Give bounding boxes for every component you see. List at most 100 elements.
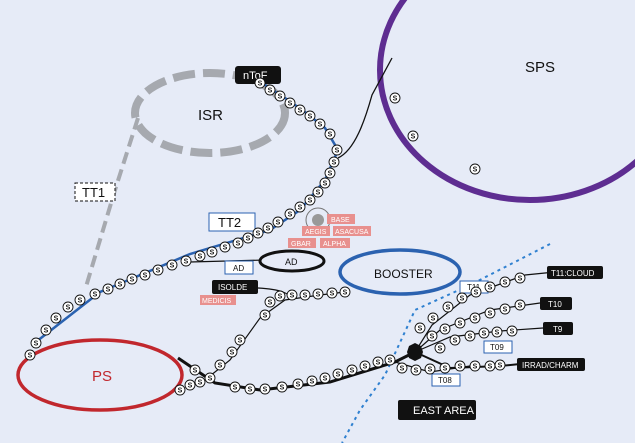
s-marker: S bbox=[312, 288, 324, 300]
ad-small-tag-box bbox=[224, 260, 254, 275]
svg-text:S: S bbox=[418, 326, 423, 333]
svg-text:S: S bbox=[44, 328, 49, 335]
svg-text:S: S bbox=[296, 382, 301, 389]
gbar-tag: GBAR bbox=[291, 241, 311, 248]
svg-text:S: S bbox=[393, 96, 398, 103]
isr-ring bbox=[131, 69, 289, 157]
s-marker: S bbox=[264, 84, 276, 96]
svg-text:S: S bbox=[93, 292, 98, 299]
svg-text:S: S bbox=[482, 331, 487, 338]
irrad-charm-tag: IRRAD/CHARM bbox=[522, 361, 579, 370]
t9-tag: T9 bbox=[553, 325, 563, 334]
s-marker: S bbox=[449, 334, 461, 346]
svg-text:S: S bbox=[460, 296, 465, 303]
s-marker: S bbox=[299, 289, 311, 301]
tt1-tag-box bbox=[74, 182, 116, 202]
s-marker: S bbox=[276, 381, 288, 393]
branch-t11 bbox=[414, 271, 556, 353]
s-marker: S bbox=[262, 222, 274, 234]
booster-ring bbox=[338, 248, 462, 296]
svg-text:S: S bbox=[210, 250, 215, 257]
t9-tag-box bbox=[543, 322, 573, 335]
medicis-tag-box bbox=[200, 295, 236, 305]
s-marker: S bbox=[272, 216, 284, 228]
isolde-tag-box bbox=[212, 280, 258, 294]
gbar-tag-box bbox=[288, 238, 316, 248]
t11-cloud-tag: T11:CLOUD bbox=[551, 269, 595, 278]
s-marker: S bbox=[346, 364, 358, 376]
svg-text:S: S bbox=[246, 236, 251, 243]
booster-line bbox=[204, 291, 346, 381]
svg-text:S: S bbox=[458, 321, 463, 328]
t08-tag-box bbox=[431, 373, 461, 387]
svg-text:S: S bbox=[335, 148, 340, 155]
s-marker: S bbox=[499, 276, 511, 288]
svg-text:S: S bbox=[193, 368, 198, 375]
svg-text:S: S bbox=[230, 350, 235, 357]
s-marker: S bbox=[189, 364, 201, 376]
svg-text:S: S bbox=[256, 231, 261, 238]
s-marker: S bbox=[464, 330, 476, 342]
base-tag: BASE bbox=[331, 217, 350, 224]
s-marker: S bbox=[328, 156, 340, 168]
s-marker: S bbox=[274, 290, 286, 302]
s-marker: S bbox=[427, 312, 439, 324]
s-marker: S bbox=[484, 307, 496, 319]
svg-text:S: S bbox=[430, 334, 435, 341]
s-marker: S bbox=[454, 360, 466, 372]
svg-text:S: S bbox=[184, 259, 189, 266]
svg-text:S: S bbox=[248, 387, 253, 394]
medicis-tag: MEDICIS bbox=[202, 298, 232, 305]
s-marker: S bbox=[229, 381, 241, 393]
s-marker: S bbox=[152, 264, 164, 276]
s-marker: S bbox=[184, 379, 196, 391]
s-marker: S bbox=[206, 246, 218, 258]
s-marker: S bbox=[242, 232, 254, 244]
svg-text:S: S bbox=[303, 293, 308, 300]
s-marker: S bbox=[74, 294, 86, 306]
svg-text:S: S bbox=[233, 385, 238, 392]
svg-text:S: S bbox=[414, 368, 419, 375]
s-marker: S bbox=[514, 272, 526, 284]
svg-text:S: S bbox=[336, 372, 341, 379]
ps-label: PS bbox=[92, 368, 112, 385]
ntof-tag-box bbox=[235, 66, 281, 84]
isolde-link bbox=[257, 287, 291, 301]
svg-text:S: S bbox=[411, 134, 416, 141]
svg-text:S: S bbox=[474, 290, 479, 297]
s-marker: S bbox=[284, 97, 296, 109]
s-marker: S bbox=[414, 322, 426, 334]
s-marker: S bbox=[252, 227, 264, 239]
svg-text:S: S bbox=[518, 276, 523, 283]
s-marker: S bbox=[478, 327, 490, 339]
alpha-tag-box bbox=[320, 238, 350, 248]
s-marker: S bbox=[456, 292, 468, 304]
s-marker: S bbox=[469, 360, 481, 372]
svg-text:S: S bbox=[330, 291, 335, 298]
svg-text:S: S bbox=[198, 254, 203, 261]
s-marker: S bbox=[359, 360, 371, 372]
s-marker: S bbox=[470, 286, 482, 298]
svg-text:S: S bbox=[258, 81, 263, 88]
s-marker: S bbox=[424, 363, 436, 375]
s-marker: S bbox=[259, 309, 271, 321]
tt1-line bbox=[83, 117, 140, 291]
svg-text:S: S bbox=[28, 353, 33, 360]
svg-text:S: S bbox=[118, 282, 123, 289]
svg-text:S: S bbox=[236, 241, 241, 248]
svg-text:S: S bbox=[238, 338, 243, 345]
svg-text:S: S bbox=[290, 293, 295, 300]
svg-text:S: S bbox=[431, 316, 436, 323]
s-marker: S bbox=[226, 346, 238, 358]
s-marker: S bbox=[410, 364, 422, 376]
svg-text:S: S bbox=[498, 363, 503, 370]
s-marker: S bbox=[426, 330, 438, 342]
s-marker: S bbox=[434, 342, 446, 354]
svg-text:S: S bbox=[473, 364, 478, 371]
s-marker: S bbox=[139, 269, 151, 281]
svg-text:S: S bbox=[316, 190, 321, 197]
s-marker: S bbox=[454, 317, 466, 329]
svg-text:S: S bbox=[298, 205, 303, 212]
svg-text:S: S bbox=[288, 101, 293, 108]
